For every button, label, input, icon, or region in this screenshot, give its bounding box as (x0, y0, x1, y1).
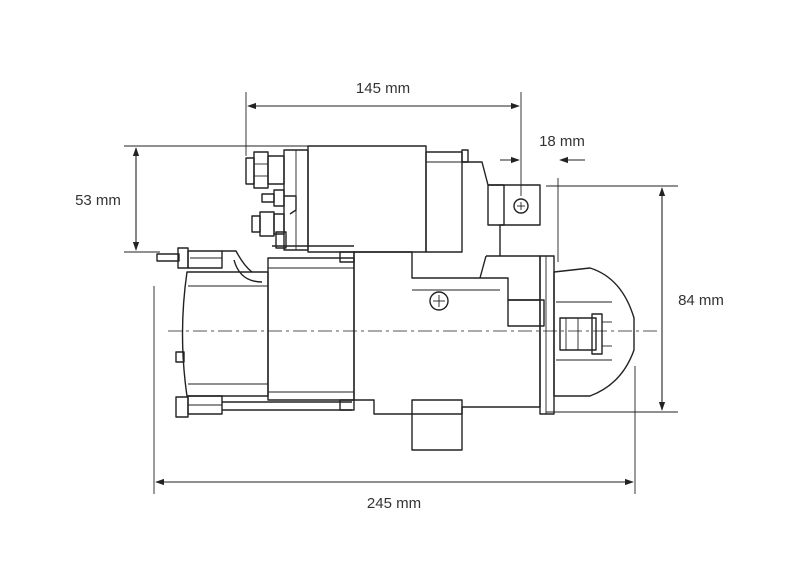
dimension-245mm-label: 245 mm (367, 495, 421, 512)
ear-mount-hole (513, 198, 529, 214)
starter-motor (156, 145, 660, 451)
nose-housing (539, 255, 635, 415)
dimension-84mm: 84 mm (658, 187, 724, 411)
dimension-18mm: 18 mm (500, 133, 585, 164)
dimension-145mm-label: 145 mm (356, 80, 410, 97)
field-frame (267, 251, 355, 411)
dimension-53mm: 53 mm (75, 147, 140, 251)
dimension-18mm-label: 18 mm (539, 133, 585, 150)
solenoid (272, 145, 469, 253)
drive-housing (353, 161, 545, 451)
dimension-245mm: 245 mm (155, 478, 634, 512)
pinion-gear (559, 313, 612, 355)
drive-mount-hole (429, 291, 449, 311)
dimension-145mm: 145 mm (247, 80, 520, 110)
rear-end-cap (175, 271, 269, 397)
through-bolts (156, 247, 352, 418)
dimension-53mm-label: 53 mm (75, 192, 121, 209)
dimension-84mm-label: 84 mm (678, 292, 724, 309)
solenoid-terminals (245, 151, 297, 237)
extension-lines (124, 92, 678, 494)
